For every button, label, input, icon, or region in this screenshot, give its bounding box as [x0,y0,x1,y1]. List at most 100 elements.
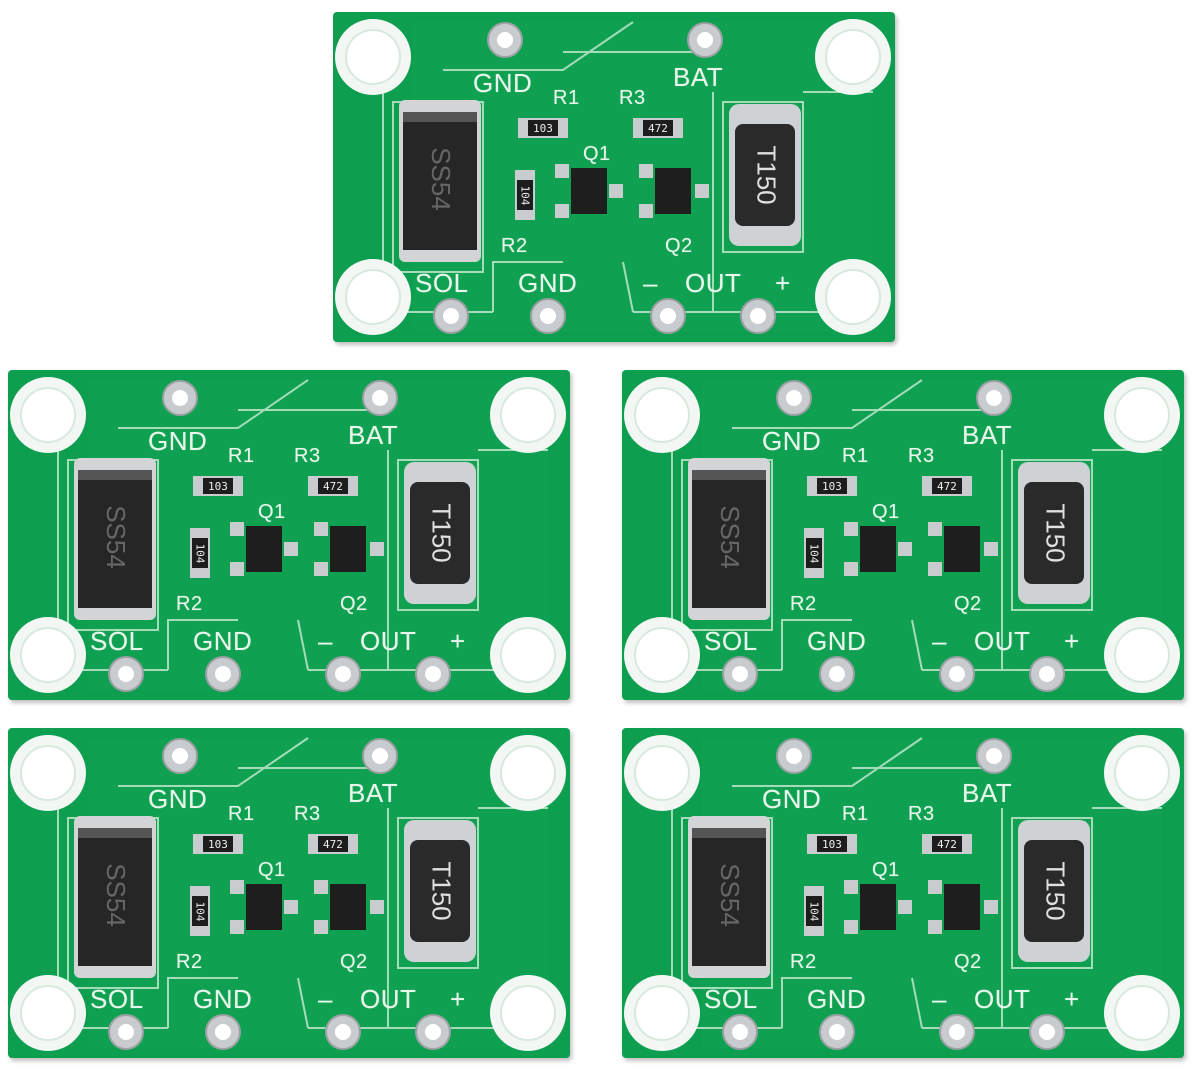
label-plus: + [775,268,791,298]
transistors [230,522,384,576]
label-q2: Q2 [954,951,982,973]
label-sol: SOL [90,984,144,1014]
resistors [190,476,358,578]
pcb-board: GND BAT R1 R3 Q1 Q2 R2 SOL GND – OUT + S… [333,12,895,342]
inductor-t150 [404,820,476,962]
pcb-artwork [624,735,1180,1051]
inductor-t150 [1018,820,1090,962]
label-out: OUT [685,268,742,298]
label-q2: Q2 [954,593,982,615]
label-plus: + [1064,984,1080,1014]
pcb-board: GND BAT R1 R3 Q1 Q2 R2 SOL GND – OUT + S… [622,728,1184,1058]
inductor-t150 [404,462,476,604]
resistors [190,834,358,936]
label-r3: R3 [294,445,321,467]
solder-pads [722,738,1065,1050]
label-plus: + [450,626,466,656]
label-minus: – [643,268,658,298]
label-gnd-top: GND [473,68,533,98]
label-minus: – [932,984,947,1014]
transistors [230,880,384,934]
label-minus: – [318,984,333,1014]
label-bat: BAT [962,420,1013,450]
r2-code: 104 [807,543,821,564]
solder-pads [108,738,451,1050]
mounting-holes [10,377,566,693]
label-q1: Q1 [258,501,286,523]
label-r1: R1 [842,445,869,467]
label-bat: BAT [673,62,724,92]
label-plus: + [450,984,466,1014]
pcb-artwork [624,377,1180,693]
r2-code: 104 [807,901,821,922]
r2-code: 104 [193,543,207,564]
transistors [844,880,998,934]
label-sol: SOL [415,268,469,298]
label-gnd-bottom: GND [193,626,253,656]
label-r2: R2 [176,593,203,615]
label-out: OUT [974,984,1031,1014]
pcb-artwork [335,19,891,335]
r1-code: 103 [822,838,842,851]
pcb-board: GND BAT R1 R3 Q1 Q2 R2 SOL GND – OUT + S… [8,370,570,700]
label-r1: R1 [842,803,869,825]
label-q1: Q1 [583,143,611,165]
inductor-marking: T150 [1040,861,1071,921]
label-r2: R2 [176,951,203,973]
r1-code: 103 [533,122,553,135]
r3-code: 472 [323,480,343,493]
diode-ss54 [688,816,770,978]
label-r3: R3 [908,803,935,825]
transistors [555,164,709,218]
inductor-marking: T150 [1040,503,1071,563]
label-r1: R1 [228,445,255,467]
resistors [804,834,972,936]
solder-pads [722,380,1065,692]
diode-marking: SS54 [425,147,456,211]
transistors [844,522,998,576]
resistors [515,118,683,220]
inductor-marking: T150 [751,145,782,205]
r1-code: 103 [208,838,228,851]
pcb-board: GND BAT R1 R3 Q1 Q2 R2 SOL GND – OUT + S… [622,370,1184,700]
diode-marking: SS54 [100,863,131,927]
mounting-holes [624,735,1180,1051]
pcb-board: GND BAT R1 R3 Q1 Q2 R2 SOL GND – OUT + S… [8,728,570,1058]
label-plus: + [1064,626,1080,656]
label-r1: R1 [553,87,580,109]
diode-ss54 [688,458,770,620]
r3-code: 472 [323,838,343,851]
label-out: OUT [360,984,417,1014]
label-gnd-bottom: GND [193,984,253,1014]
label-r3: R3 [619,87,646,109]
label-q2: Q2 [665,235,693,257]
r1-code: 103 [822,480,842,493]
r1-code: 103 [208,480,228,493]
label-out: OUT [360,626,417,656]
label-r3: R3 [908,445,935,467]
label-out: OUT [974,626,1031,656]
label-minus: – [318,626,333,656]
mounting-holes [624,377,1180,693]
mounting-holes [10,735,566,1051]
diode-ss54 [74,816,156,978]
label-r2: R2 [501,235,528,257]
pcb-artwork [10,735,566,1051]
label-bat: BAT [348,420,399,450]
label-r2: R2 [790,951,817,973]
inductor-marking: T150 [426,861,457,921]
diode-marking: SS54 [100,505,131,569]
label-gnd-top: GND [148,426,208,456]
mounting-holes [335,19,891,335]
diode-ss54 [399,100,481,262]
diode-marking: SS54 [714,505,745,569]
label-q2: Q2 [340,593,368,615]
label-q2: Q2 [340,951,368,973]
inductor-marking: T150 [426,503,457,563]
r3-code: 472 [648,122,668,135]
label-sol: SOL [704,626,758,656]
label-q1: Q1 [872,859,900,881]
label-gnd-bottom: GND [807,626,867,656]
diode-marking: SS54 [714,863,745,927]
r3-code: 472 [937,480,957,493]
